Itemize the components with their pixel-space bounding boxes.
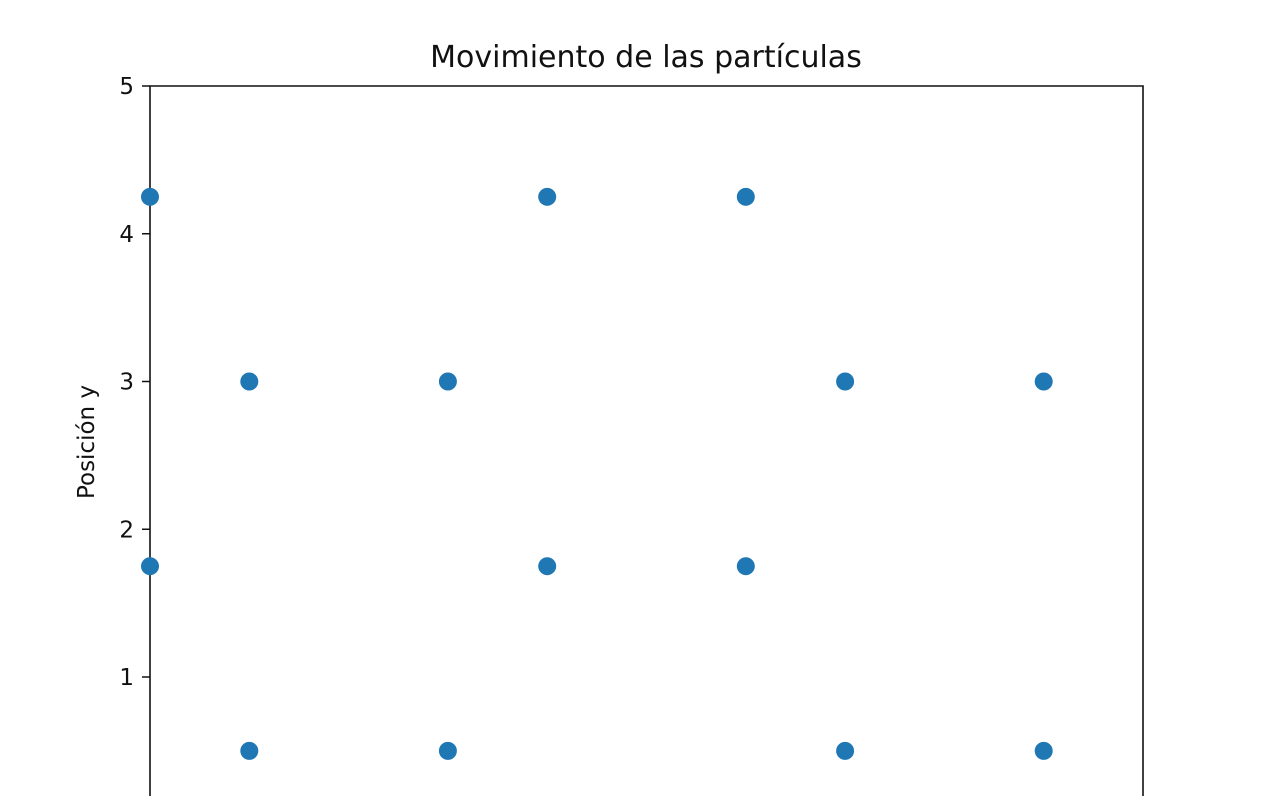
data-point xyxy=(736,557,755,576)
data-points xyxy=(141,187,1053,760)
data-point xyxy=(141,557,159,576)
data-point xyxy=(538,187,557,206)
y-tick-label: 3 xyxy=(119,370,134,396)
y-tick-label: 4 xyxy=(119,222,134,248)
data-point xyxy=(141,187,159,206)
y-tick-label: 5 xyxy=(119,74,134,100)
y-tick-label: 2 xyxy=(119,517,134,543)
data-point xyxy=(1034,372,1053,391)
chart-title: Movimiento de las partículas xyxy=(430,40,862,75)
data-point xyxy=(240,372,259,391)
y-tick-label: 1 xyxy=(119,665,134,691)
y-axis-label: Posición y xyxy=(74,385,100,499)
data-point xyxy=(836,741,855,760)
data-point xyxy=(836,372,855,391)
data-point xyxy=(438,372,457,391)
data-point xyxy=(240,741,259,760)
plot-area xyxy=(149,85,1144,796)
data-point xyxy=(1034,741,1053,760)
data-point xyxy=(438,741,457,760)
data-point xyxy=(736,187,755,206)
data-point xyxy=(538,557,557,576)
y-axis: 1 2 3 4 5 xyxy=(119,74,150,691)
axes-frame xyxy=(149,85,1144,796)
